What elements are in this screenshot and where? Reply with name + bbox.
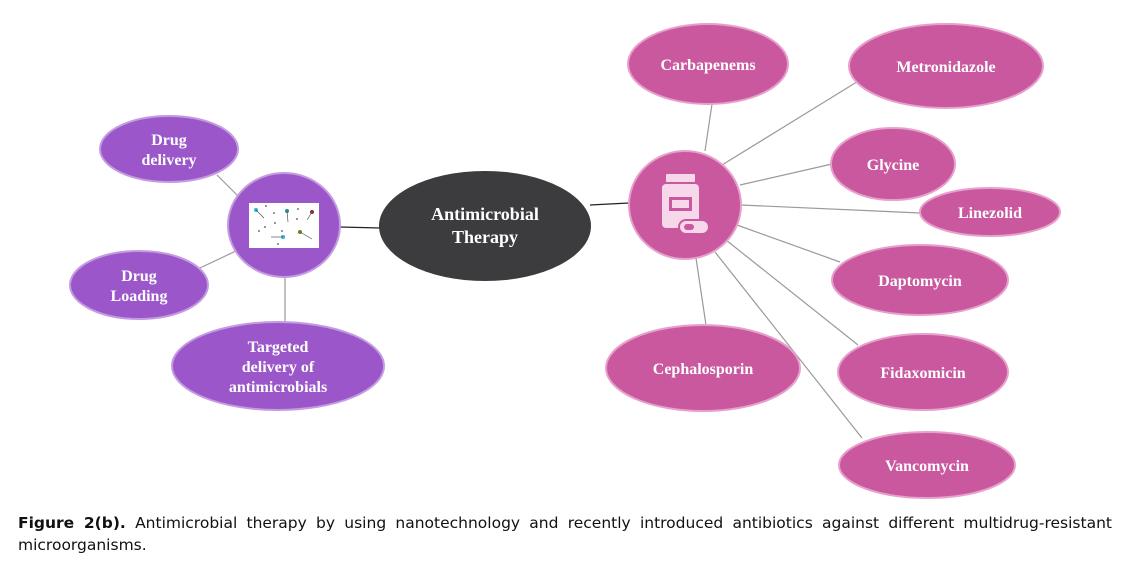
svg-text:delivery of: delivery of — [242, 359, 315, 376]
svg-text:Targeted: Targeted — [248, 339, 309, 356]
node-cephalosporin: Cephalosporin — [605, 324, 801, 412]
node-daptomycin: Daptomycin — [831, 244, 1009, 316]
svg-text:Vancomycin: Vancomycin — [885, 458, 969, 475]
svg-text:Drug: Drug — [151, 132, 187, 149]
central-node: Antimicrobial Therapy — [379, 171, 591, 281]
caption-text: Antimicrobial therapy by using nanotechn… — [18, 514, 1112, 554]
node-vancomycin: Vancomycin — [838, 431, 1016, 499]
svg-text:delivery: delivery — [141, 152, 196, 169]
svg-text:Linezolid: Linezolid — [958, 205, 1022, 222]
connectors — [199, 79, 921, 439]
node-metronidazole: Metronidazole — [848, 23, 1044, 109]
node-linezolid: Linezolid — [919, 187, 1061, 237]
node-fidaxomicin: Fidaxomicin — [837, 333, 1009, 411]
antibiotic-hub — [628, 150, 742, 260]
svg-text:Antimicrobial: Antimicrobial — [431, 204, 539, 224]
figure-caption: Figure 2(b). Antimicrobial therapy by us… — [18, 512, 1112, 556]
node-drug-loading: Drug Loading — [69, 250, 209, 320]
svg-text:Metronidazole: Metronidazole — [896, 59, 995, 76]
svg-text:Cephalosporin: Cephalosporin — [653, 361, 754, 378]
node-drug-delivery: Drug delivery — [99, 115, 239, 183]
svg-text:Daptomycin: Daptomycin — [878, 273, 962, 290]
node-targeted-delivery: Targeted delivery of antimicrobials — [171, 321, 385, 411]
svg-text:Fidaxomicin: Fidaxomicin — [880, 365, 965, 382]
nanotech-hub — [227, 172, 341, 278]
node-carbapenems: Carbapenems — [627, 23, 789, 105]
nanoparticle-network-icon — [249, 203, 319, 248]
svg-text:Loading: Loading — [111, 288, 168, 305]
svg-text:Glycine: Glycine — [867, 157, 919, 174]
svg-text:Carbapenems: Carbapenems — [660, 57, 755, 74]
node-glycine: Glycine — [830, 127, 956, 201]
svg-text:antimicrobials: antimicrobials — [229, 379, 327, 396]
caption-label: Figure 2(b). — [18, 514, 126, 532]
svg-text:Drug: Drug — [121, 268, 157, 285]
svg-text:Therapy: Therapy — [452, 227, 518, 247]
medicine-bottle-pill-icon — [662, 174, 710, 235]
